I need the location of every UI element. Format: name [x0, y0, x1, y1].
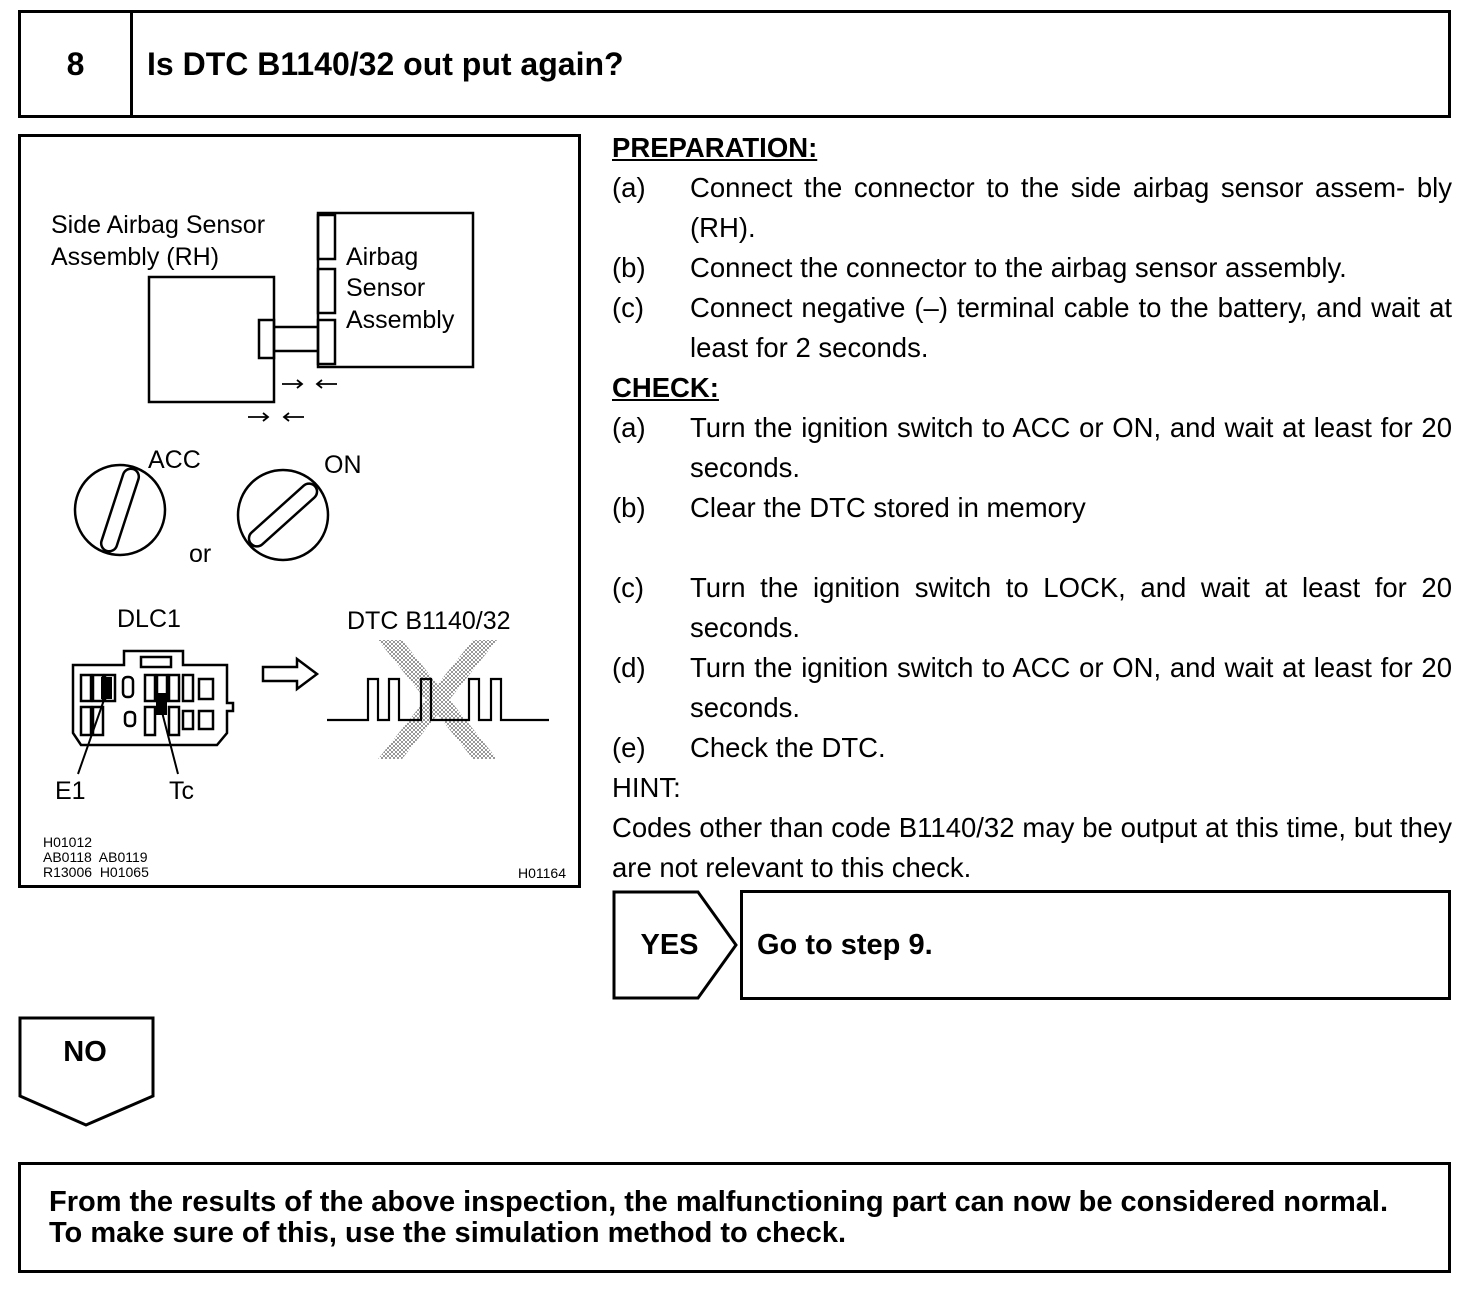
hint-text: Codes other than code B1140/32 may be ou…: [612, 812, 1452, 883]
acc-label: ACC: [148, 446, 201, 474]
dlc1-connector-icon: [71, 649, 235, 747]
tc-label: Tc: [169, 777, 194, 805]
airbag-sensor-label-1: Airbag: [346, 243, 418, 271]
check-step: (d) Turn the ignition switch to ACC or O…: [612, 652, 1452, 723]
hollow-arrow-icon: [261, 656, 320, 692]
on-key-icon: [236, 468, 330, 562]
tc-terminal: [156, 693, 167, 715]
conclusion-line-2: To make sure of this, use the simulation…: [49, 1217, 847, 1249]
no-branch-box: NO: [18, 1016, 156, 1128]
check-step: (b) Clear the DTC stored in memory: [612, 492, 1086, 523]
no-label: NO: [63, 1036, 107, 1068]
preparation-step: (c) Connect negative (–) terminal cable …: [612, 292, 1452, 363]
preparation-step: (a) Connect the connector to the side ai…: [612, 172, 1452, 243]
figure-code-3: R13006 H01065: [43, 864, 149, 880]
check-step: (c) Turn the ignition switch to LOCK, an…: [612, 572, 1452, 643]
procedure-text: PREPARATION: (a) Connect the connector t…: [612, 128, 1452, 888]
side-sensor-label-1: Side Airbag Sensor: [51, 211, 265, 239]
figure-code-1: H01012: [43, 834, 92, 850]
step-number: 8: [21, 13, 133, 115]
dtc-label: DTC B1140/32: [347, 607, 511, 635]
illustration-panel: Side Airbag Sensor Assembly (RH) Airbag …: [18, 134, 581, 888]
or-label: or: [189, 540, 211, 568]
check-step: (e) Check the DTC.: [612, 732, 886, 763]
cross-out-icon: [378, 640, 497, 759]
dlc1-label: DLC1: [117, 605, 181, 633]
acc-key-icon: [73, 463, 167, 557]
preparation-title: PREPARATION:: [612, 132, 818, 163]
yes-result-text: Go to step 9.: [757, 928, 933, 961]
on-label: ON: [324, 451, 362, 479]
side-sensor-label-2: Assembly (RH): [51, 243, 219, 271]
figure-id: H01164: [518, 865, 566, 881]
conclusion-line-1: From the results of the above inspection…: [49, 1186, 1389, 1218]
hint-title: HINT:: [612, 772, 681, 803]
airbag-sensor-label-2: Sensor: [346, 274, 425, 302]
yes-label: YES: [640, 928, 699, 961]
e1-terminal: [101, 677, 112, 699]
e1-label: E1: [55, 777, 86, 805]
check-step: (a) Turn the ignition switch to ACC or O…: [612, 412, 1452, 483]
preparation-step: (b) Connect the connector to the airbag …: [612, 252, 1347, 283]
check-title: CHECK:: [612, 372, 719, 403]
airbag-sensor-label-3: Assembly: [346, 306, 455, 334]
dtc-pulse-waveform: [327, 677, 549, 722]
wiring-illustration: Side Airbag Sensor Assembly (RH) Airbag …: [43, 211, 566, 881]
figure-code-2: AB0118 AB0119: [43, 849, 148, 865]
step-title: Is DTC B1140/32 out put again?: [147, 45, 624, 82]
step-header: 8 Is DTC B1140/32 out put again?: [18, 10, 1451, 118]
conclusion-box: From the results of the above inspection…: [18, 1162, 1451, 1273]
alignment-arrows-icon: [248, 379, 337, 422]
yes-result-box: Go to step 9.: [740, 890, 1451, 1000]
side-airbag-sensor-box: [147, 275, 276, 404]
yes-branch-box: YES: [612, 890, 742, 1000]
